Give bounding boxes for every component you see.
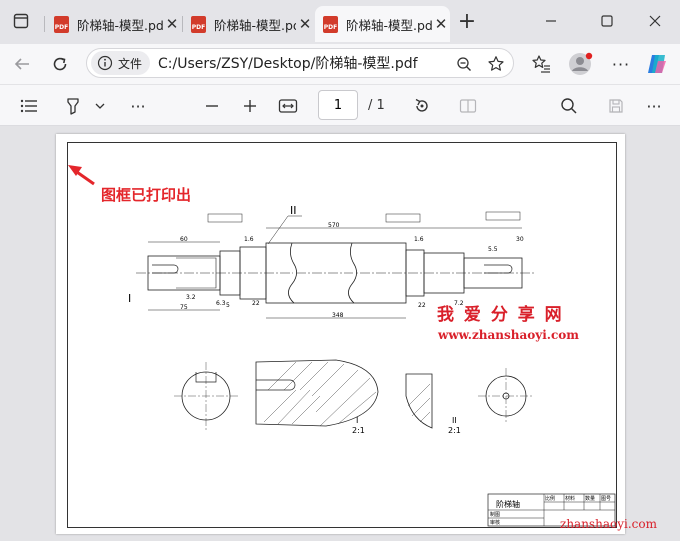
dim-right-small: 5.5 [488, 246, 498, 253]
title-block-part-name: 阶梯轴 [496, 500, 520, 509]
settings-more-icon[interactable]: ··· [611, 54, 631, 74]
dim-right-segment: 30 [516, 236, 524, 243]
tab-strip: PDF 阶梯轴-模型.pdf ✕ PDF 阶梯轴-模型.pdf ✕ PDF 阶梯… [0, 0, 680, 44]
save-icon [604, 95, 628, 117]
page-total: / 1 [368, 98, 385, 113]
more-tools-icon[interactable]: ··· [130, 96, 146, 116]
title-block-reviewer: 审核 [490, 520, 501, 526]
tab-title: 阶梯轴-模型.pdf [214, 17, 296, 33]
annotation-arrow [68, 165, 95, 186]
chevron-down-icon[interactable] [92, 98, 108, 114]
favorites-icon[interactable] [529, 52, 553, 76]
shaft-drawing [68, 165, 616, 527]
address-toolbar: 文件 C:/Users/ZSY/Desktop/阶梯轴-模型.pdf ··· [0, 44, 680, 84]
contents-list-icon[interactable] [18, 95, 40, 117]
tab-title: 阶梯轴-模型.pdf [77, 17, 163, 33]
tab-close-icon[interactable]: ✕ [165, 15, 179, 33]
zoom-icon[interactable] [453, 53, 475, 75]
watermark-cn: 我 爱 分 享 网 [437, 305, 564, 325]
fit-to-width-icon[interactable] [276, 95, 300, 117]
pdf-more-options-icon[interactable]: ··· [646, 96, 662, 116]
pdf-page: II I 570 348 75 60 1.6 1.6 30 5.5 22 5 6… [56, 134, 625, 534]
close-window-button[interactable] [644, 10, 666, 32]
title-block-drawing-no: 图号 [601, 496, 612, 502]
title-block-scale: 比例 [545, 496, 556, 502]
pdf-viewer[interactable]: II I 570 348 75 60 1.6 1.6 30 5.5 22 5 6… [0, 126, 680, 541]
minimize-button[interactable] [540, 10, 562, 32]
detail-ii-label: II [452, 416, 457, 425]
title-block-quantity: 数量 [585, 496, 596, 502]
tab-1[interactable]: PDF 阶梯轴-模型.pdf ✕ [46, 6, 181, 42]
tab-close-icon[interactable]: ✕ [434, 15, 448, 33]
info-icon [97, 55, 113, 71]
watermark-bottom: zhanshaoyi.com [560, 517, 657, 531]
detail-i-label: I [356, 416, 359, 425]
dim-right-finish: 7.2 [454, 300, 464, 307]
zoom-in-button[interactable] [238, 95, 262, 117]
annotation-text: 图框已打印出 [101, 186, 192, 204]
title-block-drafter: 制图 [490, 512, 501, 518]
page-view-icon [456, 95, 480, 117]
pdf-toolbar: ··· 1 / 1 ··· [0, 84, 680, 126]
drawing-frame [67, 142, 617, 528]
scheme-label: 文件 [118, 56, 143, 71]
rotate-icon[interactable] [410, 95, 434, 117]
tab-2[interactable]: PDF 阶梯轴-模型.pdf ✕ [183, 6, 314, 42]
new-tab-button[interactable]: + [457, 8, 477, 34]
section-label-ii-marker: II [290, 204, 297, 217]
tab-3-active[interactable]: PDF 阶梯轴-模型.pdf ✕ [315, 6, 450, 42]
detail-ii-scale: 2:1 [448, 426, 461, 435]
dim-shoulder: 22 [252, 300, 260, 307]
tab-close-icon[interactable]: ✕ [298, 15, 312, 33]
dim-finish-left: 3.2 [186, 294, 196, 301]
pdf-file-icon: PDF [323, 15, 338, 33]
highlight-icon[interactable] [62, 95, 84, 117]
page-current: 1 [333, 97, 343, 113]
dim-right-shoulder: 22 [418, 302, 426, 309]
section-label-i-marker: I [128, 292, 132, 305]
dim-left-length: 75 [180, 304, 188, 311]
dim-mid-length: 348 [332, 312, 344, 319]
tab-divider [44, 16, 45, 32]
tab-actions-icon[interactable] [10, 10, 32, 32]
pdf-file-icon: PDF [54, 15, 69, 33]
maximize-button[interactable] [596, 10, 618, 32]
title-block-material: 材料 [565, 496, 576, 502]
favorite-star-icon[interactable] [485, 53, 507, 75]
dim-left-segment: 60 [180, 236, 188, 243]
dim-small: 5 [226, 302, 230, 309]
profile-avatar[interactable] [567, 51, 593, 77]
dim-finish: 6.3 [216, 300, 226, 307]
dim-total-length: 570 [328, 222, 340, 229]
tab-divider [182, 16, 183, 32]
refresh-button[interactable] [48, 52, 72, 76]
dim-roughness-2: 1.6 [414, 236, 424, 243]
page-number-input[interactable]: 1 [318, 90, 358, 120]
address-bar[interactable]: 文件 C:/Users/ZSY/Desktop/阶梯轴-模型.pdf [86, 48, 514, 78]
back-button[interactable] [10, 52, 34, 76]
search-icon[interactable] [557, 95, 581, 117]
pdf-file-icon: PDF [191, 15, 206, 33]
copilot-icon[interactable] [644, 51, 670, 77]
url-text[interactable]: C:/Users/ZSY/Desktop/阶梯轴-模型.pdf [158, 56, 418, 72]
watermark-url: www.zhanshaoyi.com [438, 328, 579, 342]
detail-i-scale: 2:1 [352, 426, 365, 435]
tab-title: 阶梯轴-模型.pdf [346, 17, 432, 33]
dim-roughness-1: 1.6 [244, 236, 254, 243]
site-info-button[interactable]: 文件 [91, 51, 151, 75]
zoom-out-button[interactable] [200, 95, 224, 117]
